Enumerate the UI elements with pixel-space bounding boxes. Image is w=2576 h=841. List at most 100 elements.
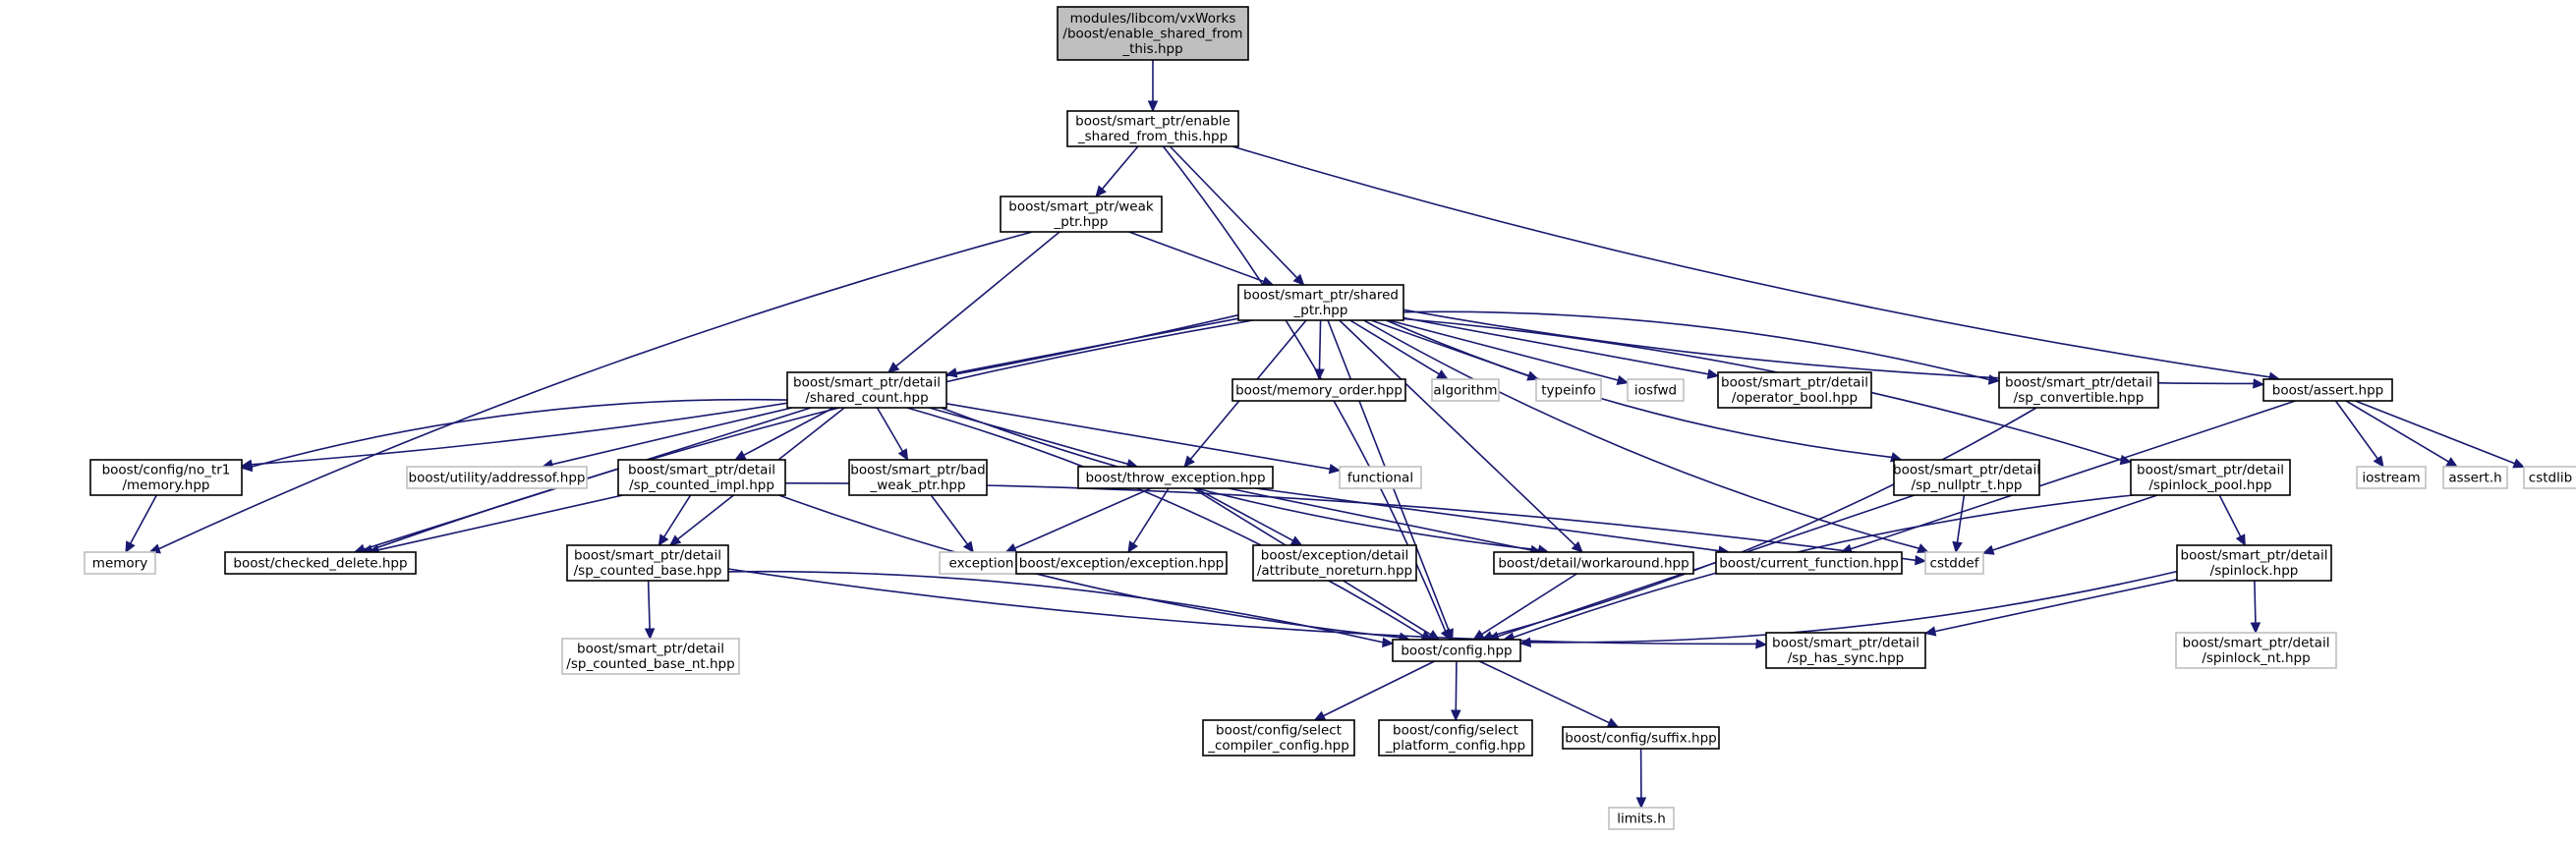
arrowhead-icon xyxy=(2445,457,2459,468)
node-label: boost/exception/exception.hpp xyxy=(1019,555,1224,571)
node-esft[interactable]: boost/smart_ptr/enable_shared_from_this.… xyxy=(1066,110,1239,147)
arrowhead-icon xyxy=(1917,543,1929,553)
node-spinpool[interactable]: boost/smart_ptr/detail/spinlock_pool.hpp xyxy=(2130,459,2291,496)
node-workaround[interactable]: boost/detail/workaround.hpp xyxy=(1493,551,1694,575)
node-label: cstdlib xyxy=(2529,470,2572,485)
node-spinlock[interactable]: boost/smart_ptr/detail/spinlock.hpp xyxy=(2176,544,2332,582)
node-label: boost/config.hpp xyxy=(1401,643,1512,658)
node-attrnoret[interactable]: boost/exception/detail/attribute_noretur… xyxy=(1252,544,1417,582)
edge-line xyxy=(1318,319,1322,370)
arrowhead-icon xyxy=(240,461,254,473)
node-spconv[interactable]: boost/smart_ptr/detail/sp_convertible.hp… xyxy=(1998,371,2159,409)
node-label: boost/smart_ptr/detail xyxy=(2183,636,2330,651)
node-label: iostream xyxy=(2362,470,2420,485)
node-box xyxy=(2262,378,2393,402)
edge-line xyxy=(377,494,623,551)
node-hassync[interactable]: boost/smart_ptr/detail/sp_has_sync.hpp xyxy=(1765,632,1926,669)
node-label: /sp_convertible.hpp xyxy=(2014,390,2145,406)
edge-line xyxy=(2334,400,2378,460)
node-box xyxy=(617,459,786,496)
edge-shared-to-cstddef xyxy=(1363,319,1929,553)
node-shared[interactable]: boost/smart_ptr/shared_ptr.hpp xyxy=(1237,284,1404,321)
edge-line xyxy=(1992,494,2158,551)
edge-shared-to-typeinfo xyxy=(1370,319,1540,381)
node-memord[interactable]: boost/memory_order.hpp xyxy=(1231,378,1406,402)
arrowhead-icon xyxy=(1289,535,1303,546)
node-sc[interactable]: boost/smart_ptr/detail/shared_count.hpp xyxy=(786,371,947,409)
arrowhead-icon xyxy=(962,540,975,553)
node-box xyxy=(1066,110,1239,147)
edge-spconv-to-config xyxy=(1481,407,2037,641)
node-config[interactable]: boost/config.hpp xyxy=(1392,639,1521,662)
arrowhead-icon xyxy=(887,362,900,373)
node-label: /spinlock_nt.hpp xyxy=(2202,650,2310,666)
node-box xyxy=(1998,371,2159,409)
node-exexc[interactable]: boost/exception/exception.hpp xyxy=(1015,551,1228,575)
edge-line xyxy=(743,407,834,457)
edge-line xyxy=(1169,145,1298,279)
node-assert[interactable]: boost/assert.hpp xyxy=(2262,378,2393,402)
node-throwex[interactable]: boost/throw_exception.hpp xyxy=(1077,466,1274,489)
edge-scbase-to-config xyxy=(727,570,1395,648)
edge-line xyxy=(1255,487,1720,552)
node-scbasent: boost/smart_ptr/detail/sp_counted_base_n… xyxy=(561,638,740,675)
node-label: functional xyxy=(1347,470,1413,485)
arrowhead-icon xyxy=(1314,368,1325,381)
node-cstdlib: cstdlib xyxy=(2523,466,2576,489)
node-opbool[interactable]: boost/smart_ptr/detail/operator_bool.hpp xyxy=(1717,371,1872,409)
node-label: boost/smart_ptr/detail xyxy=(628,463,775,478)
edge-sc-to-config xyxy=(906,407,1434,641)
node-nullptr[interactable]: boost/smart_ptr/detail/sp_nullptr_t.hpp xyxy=(1893,459,2040,496)
arrowhead-icon xyxy=(1427,629,1441,641)
node-label: boost/config/no_tr1 xyxy=(102,463,231,478)
node-selplat[interactable]: boost/config/select_platform_config.hpp xyxy=(1378,719,1533,757)
edge-line xyxy=(251,313,1239,466)
edge-badweak-to-exception xyxy=(930,494,975,553)
node-box xyxy=(1627,378,1685,402)
edge-weak-to-sc xyxy=(887,231,1060,373)
arrowhead-icon xyxy=(1915,554,1927,566)
node-selcomp[interactable]: boost/config/select_compiler_config.hpp xyxy=(1202,719,1355,757)
node-box xyxy=(1077,466,1274,489)
edge-line xyxy=(2254,580,2257,624)
node-label: /shared_count.hpp xyxy=(805,390,928,406)
edge-line xyxy=(2355,400,2515,465)
arrowhead-icon xyxy=(1004,542,1018,553)
node-label: boost/smart_ptr/detail xyxy=(793,375,941,391)
node-box xyxy=(1765,632,1926,669)
edge-line xyxy=(876,407,904,452)
node-label: _shared_from_this.hpp xyxy=(1077,129,1228,144)
edge-line xyxy=(1402,317,2122,461)
edge-throwex-to-attrnoret xyxy=(1195,487,1303,546)
edge-line xyxy=(551,407,793,466)
edge-scimpl-to-scbase xyxy=(658,494,692,547)
edge-throwex-to-exception xyxy=(1004,487,1152,553)
node-label: typeinfo xyxy=(1541,382,1595,398)
edge-line xyxy=(1478,660,1610,724)
node-box xyxy=(2130,459,2291,496)
node-label: algorithm xyxy=(1433,382,1497,398)
node-notr1[interactable]: boost/config/no_tr1/memory.hpp xyxy=(89,459,243,496)
edge-shared-to-workaround xyxy=(1339,319,1583,553)
arrowhead-icon xyxy=(1987,374,2001,385)
node-checked[interactable]: boost/checked_delete.hpp xyxy=(224,551,417,575)
node-badweak[interactable]: boost/smart_ptr/bad_weak_ptr.hpp xyxy=(848,459,988,496)
node-curfunc[interactable]: boost/current_function.hpp xyxy=(1715,551,1903,575)
node-asserth: assert.h xyxy=(2442,466,2508,489)
node-box xyxy=(1608,807,1675,830)
node-weak[interactable]: boost/smart_ptr/weak_ptr.hpp xyxy=(1000,196,1163,233)
node-label: boost/config/select xyxy=(1216,723,1342,739)
node-label: /sp_nullptr_t.hpp xyxy=(1912,477,2023,493)
edge-shared-to-notr1 xyxy=(240,313,1239,470)
node-suffix[interactable]: boost/config/suffix.hpp xyxy=(1562,726,1720,750)
edge-shared-to-opbool xyxy=(1402,316,1720,379)
node-box xyxy=(1015,551,1228,575)
edge-root-to-esft xyxy=(1147,60,1159,113)
arrowhead-icon xyxy=(1183,455,1195,468)
edge-line xyxy=(1388,319,1619,381)
node-box xyxy=(2442,466,2508,489)
node-scimpl[interactable]: boost/smart_ptr/detail/sp_counted_impl.h… xyxy=(617,459,786,496)
node-scbase[interactable]: boost/smart_ptr/detail/sp_counted_base.h… xyxy=(566,544,729,582)
arrowhead-icon xyxy=(1095,185,1107,197)
node-root[interactable]: modules/libcom/vxWorks/boost/enable_shar… xyxy=(1057,6,1249,61)
